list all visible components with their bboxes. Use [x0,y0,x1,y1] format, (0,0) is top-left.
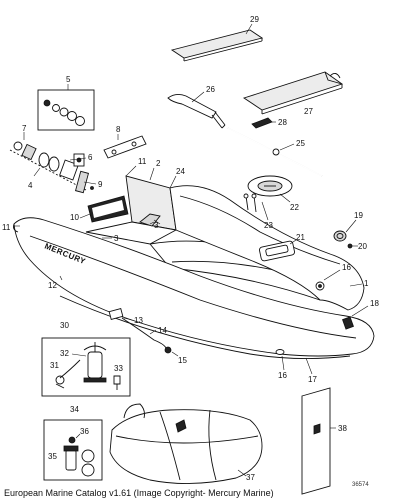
callout-21: 21 [296,233,305,242]
drawing-reference-number: 36574 [352,482,369,488]
callout-1: 1 [364,279,369,288]
callout-25: 25 [296,139,305,148]
callout-3: 3 [114,234,119,243]
callout-27: 27 [304,107,313,116]
part-5-seal-kit[interactable] [37,84,95,131]
inflatable-hull[interactable] [13,175,375,360]
callout-12: 12 [48,281,57,290]
callout-23: 23 [264,221,273,230]
part-30-pump-kit[interactable] [41,337,131,397]
callout-13: 13 [134,316,143,325]
callout-30: 30 [60,321,69,330]
callout-29: 29 [250,15,259,24]
part-13-valve-adapter[interactable] [108,308,179,357]
part-25-oar-shaft[interactable] [227,127,323,177]
callout-5: 5 [66,75,71,84]
part-34-repair-kit[interactable] [43,419,103,481]
callout-19: 19 [354,211,363,220]
part-37-carry-bag[interactable] [109,403,263,484]
callout-32: 32 [60,349,69,358]
callout-11: 11 [138,157,147,166]
callout-16: 16 [278,371,287,380]
part-10-plate[interactable] [79,195,129,223]
part-8-bracket[interactable] [103,134,147,159]
callout-16: 16 [342,263,351,272]
callout-20: 20 [358,242,367,251]
part-22-rowlock[interactable] [247,175,293,203]
part-23-pins[interactable] [243,193,269,221]
part-21-handle[interactable] [259,239,297,262]
catalog-caption: European Marine Catalog v1.61 (Image Cop… [4,488,274,498]
callout-34: 34 [70,405,79,414]
callout-7: 7 [22,124,27,133]
part-27-seat-bench[interactable] [242,71,343,115]
callout-8: 8 [116,125,121,134]
callout-14: 14 [158,326,167,335]
callout-4: 4 [28,181,33,190]
callout-31: 31 [50,361,59,370]
callout-24: 24 [176,167,185,176]
callout-22: 22 [290,203,299,212]
callout-35: 35 [48,452,57,461]
callout-36: 36 [80,427,89,436]
part-29-seat-plank[interactable] [170,23,264,62]
callout-17: 17 [308,375,317,384]
callout-15: 15 [178,356,187,365]
callout-28: 28 [278,118,287,127]
part-26-oar[interactable] [167,91,226,129]
callout-2: 2 [156,159,161,168]
part-38-storage-sleeve[interactable] [301,387,336,495]
callout-9: 9 [98,180,103,189]
callout-26: 26 [206,85,215,94]
part-19-valve-cap[interactable] [333,219,358,249]
callout-10: 10 [70,213,79,222]
callout-18: 18 [370,299,379,308]
callout-6: 6 [88,153,93,162]
part-28-pad[interactable] [251,117,276,129]
part-16-valve[interactable] [275,269,341,371]
part-4-valve-assembly[interactable] [9,132,97,194]
callout-11: 11 [2,223,11,232]
part-18-fitting[interactable] [342,305,369,330]
callout-38: 38 [338,424,347,433]
callout-33: 33 [114,364,123,373]
callout-37: 37 [246,473,255,482]
callout-3: 3 [154,221,159,230]
